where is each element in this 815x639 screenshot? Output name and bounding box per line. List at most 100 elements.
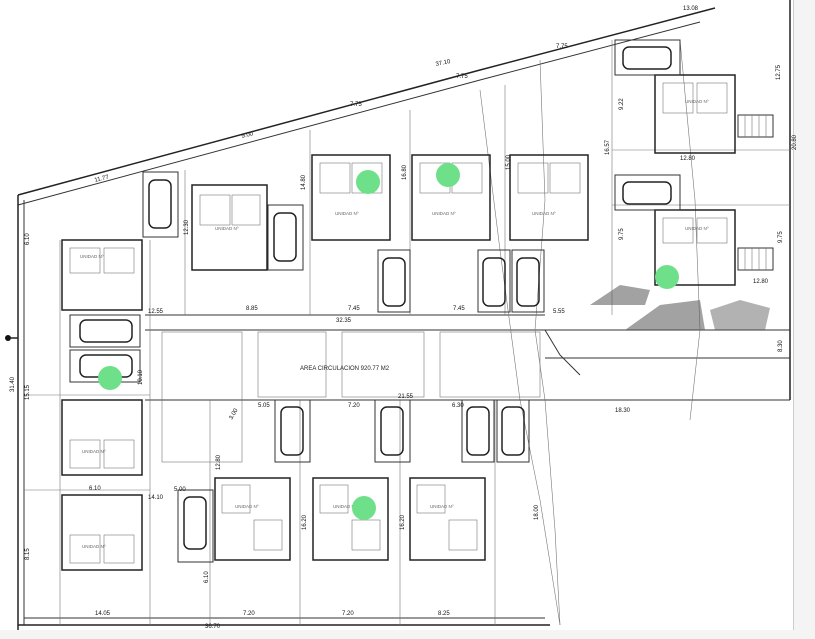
marker-dot — [655, 265, 679, 289]
dimension-label: 16.80 — [402, 164, 408, 180]
dimension-labels: 13.08 37.10 7.75 7.75 7.75 9.00 11.77 12… — [10, 6, 798, 630]
dimension-label: 7.20 — [243, 611, 255, 617]
dimension-label: 18.00 — [534, 504, 540, 520]
unit-label: UNIDAD Nº — [235, 504, 259, 509]
unit-label: UNIDAD Nº — [80, 254, 104, 259]
dimension-label: 8.25 — [438, 611, 450, 617]
landscaping — [590, 285, 770, 330]
unit-label: UNIDAD Nº — [685, 226, 709, 231]
dimension-label: 7.20 — [348, 403, 360, 409]
dimension-label: 15.00 — [506, 154, 512, 170]
dimension-label: 12.80 — [216, 454, 222, 470]
house-unit — [214, 477, 291, 561]
unit-label: UNIDAD Nº — [82, 544, 106, 549]
dimension-label: 7.45 — [348, 306, 360, 312]
dimension-label: 13.08 — [683, 6, 699, 12]
dimension-label: 14.10 — [148, 495, 164, 501]
unit-label: UNIDAD Nº — [215, 226, 239, 231]
house-unit — [654, 74, 736, 154]
dimension-label: 10.10 — [138, 369, 144, 385]
dimension-label: 8.85 — [246, 306, 258, 312]
dimension-label: 37.10 — [435, 59, 452, 68]
dimension-label: 12.80 — [680, 156, 696, 162]
parking-space — [377, 249, 411, 313]
house-unit — [654, 209, 736, 286]
dimension-label: 6.10 — [25, 233, 31, 245]
dimension-label: 18.30 — [615, 408, 631, 414]
marker-dot — [436, 163, 460, 187]
dimension-label: 6.10 — [204, 571, 210, 583]
dimension-label: 7.75 — [350, 102, 362, 108]
unit-label: UNIDAD Nº — [335, 211, 359, 216]
house-unit — [312, 477, 389, 561]
dimension-label: 21.55 — [398, 394, 414, 400]
dimension-label: 9.00 — [241, 131, 254, 140]
unit-label: UNIDAD Nº — [685, 99, 709, 104]
house-unit — [61, 239, 143, 311]
dimension-label: 12.55 — [148, 309, 164, 315]
parking-space — [511, 249, 545, 313]
parking-space — [69, 314, 141, 348]
parking-space — [614, 39, 681, 76]
dimension-label: 12.30 — [184, 219, 190, 235]
dimension-label: 8.15 — [25, 548, 31, 560]
house-unit — [61, 399, 143, 476]
dimension-label: 7.20 — [342, 611, 354, 617]
dimension-label: 6.30 — [452, 403, 464, 409]
dimension-label: 12.75 — [776, 64, 782, 80]
parking-space — [477, 249, 511, 313]
dimension-label: 14.80 — [301, 174, 307, 190]
dimension-label: 11.77 — [94, 174, 110, 184]
unit-label: UNIDAD Nº — [82, 449, 106, 454]
house-unit — [311, 154, 391, 241]
bottom-scan-margin — [0, 630, 815, 639]
dimension-label: 5.55 — [553, 309, 565, 315]
dimension-label: 20.80 — [792, 134, 798, 150]
dimension-label: 15.15 — [25, 384, 31, 400]
unit-label: UNIDAD Nº — [532, 211, 556, 216]
stairs — [737, 114, 774, 271]
dimension-label: 16.20 — [400, 514, 406, 530]
area-circulation-label: AREA CIRCULACION 920.77 M2 — [300, 366, 390, 372]
entrance-symbol — [5, 335, 18, 341]
dimension-label: 3.00 — [229, 407, 240, 421]
dimension-label: 9.75 — [778, 231, 784, 243]
dimension-label: 12.80 — [753, 279, 769, 285]
lot-lines — [24, 39, 790, 626]
parking-space — [177, 489, 214, 563]
dimension-label: 14.05 — [95, 611, 111, 617]
parking-space — [142, 171, 179, 238]
house-unit — [61, 494, 143, 571]
dimension-label: 7.75 — [556, 44, 568, 50]
marker-dot — [352, 496, 376, 520]
dimension-label: 32.35 — [336, 318, 352, 324]
dimension-label: 16.20 — [302, 514, 308, 530]
parking-space — [267, 204, 304, 271]
dimension-label: 6.10 — [89, 486, 101, 492]
unit-label: UNIDAD Nº — [430, 504, 454, 509]
dimension-label: 7.75 — [456, 74, 468, 80]
dimension-label: 31.40 — [10, 376, 16, 392]
parking-space — [274, 399, 311, 463]
marker-dot — [356, 170, 380, 194]
dimension-label: 9.75 — [619, 228, 625, 240]
dimension-label: 36.70 — [205, 624, 221, 630]
house-unit — [509, 154, 589, 241]
dimension-label: 8.30 — [778, 340, 784, 352]
marker-dot — [98, 366, 122, 390]
unit-label: UNIDAD Nº — [432, 211, 456, 216]
green-markers — [98, 163, 679, 520]
parking-space — [496, 399, 530, 463]
dimension-label: 16.57 — [605, 139, 611, 155]
house-unit — [409, 477, 486, 561]
parking-space — [374, 399, 411, 463]
dimension-label: 9.22 — [619, 98, 625, 110]
dimension-label: 7.45 — [453, 306, 465, 312]
house-unit — [191, 184, 268, 271]
dimension-label: 5.00 — [174, 487, 186, 493]
parking-space — [614, 174, 681, 211]
dimension-label: 5.05 — [258, 403, 270, 409]
property-boundary — [17, 0, 791, 630]
parking-space — [461, 399, 495, 463]
